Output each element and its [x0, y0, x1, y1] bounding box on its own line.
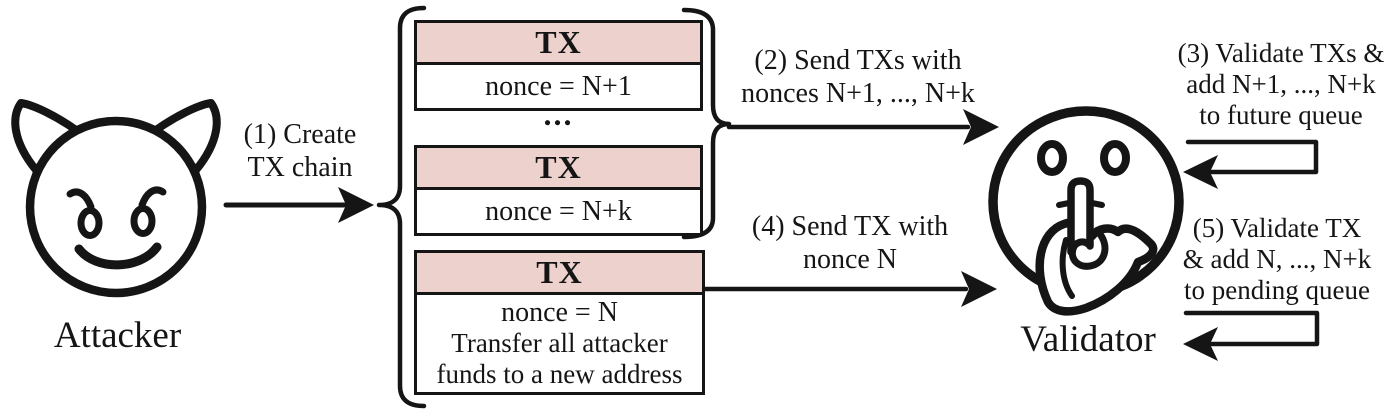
tx-box-nonce: nonce = N: [501, 297, 618, 328]
send-tx-arrow: [702, 271, 997, 307]
tx-group-right-brace: [681, 7, 732, 240]
tx-box-nonce: nonce = N+1: [485, 71, 632, 102]
tx-box-header: TX: [417, 253, 702, 295]
step5-validate-tx-label: (5) Validate TX & add N, ..., N+k to pen…: [1182, 213, 1372, 305]
shushing-face-icon: [988, 106, 1184, 316]
send-txs-arrow: [726, 109, 999, 145]
tx-chain-ellipsis: ...: [543, 95, 574, 132]
tx-box-nonce-n-transfer: TX nonce = N Transfer all attacker funds…: [414, 250, 705, 395]
step1-create-chain-label: (1) Create TX chain: [243, 119, 357, 183]
tx-box-nonce: nonce = N+k: [485, 196, 632, 227]
step3-validate-txs-label: (3) Validate TXs & add N+1, ..., N+k to …: [1177, 38, 1385, 130]
tx-box-nonce-n1: TX nonce = N+1: [414, 20, 703, 111]
tx-box-nonce-nk: TX nonce = N+k: [414, 145, 703, 236]
pending-queue-return-arrow: [1183, 310, 1320, 361]
step2-send-txs-label: (2) Send TXs with nonces N+1, ..., N+k: [741, 45, 975, 109]
tx-box-note: Transfer all attacker funds to a new add…: [436, 328, 683, 389]
attacker-label: Attacker: [53, 315, 182, 356]
tx-box-body: nonce = N Transfer all attacker funds to…: [417, 295, 702, 392]
validator-label: Validator: [1020, 319, 1156, 360]
tx-group-left-brace: [376, 5, 427, 409]
tx-box-header: TX: [417, 23, 700, 65]
tx-box-header: TX: [417, 148, 700, 190]
create-chain-arrow: [223, 187, 374, 223]
step4-send-tx-label: (4) Send TX with nonce N: [751, 211, 949, 275]
future-queue-return-arrow: [1183, 139, 1319, 189]
devil-face-icon: [11, 99, 221, 298]
